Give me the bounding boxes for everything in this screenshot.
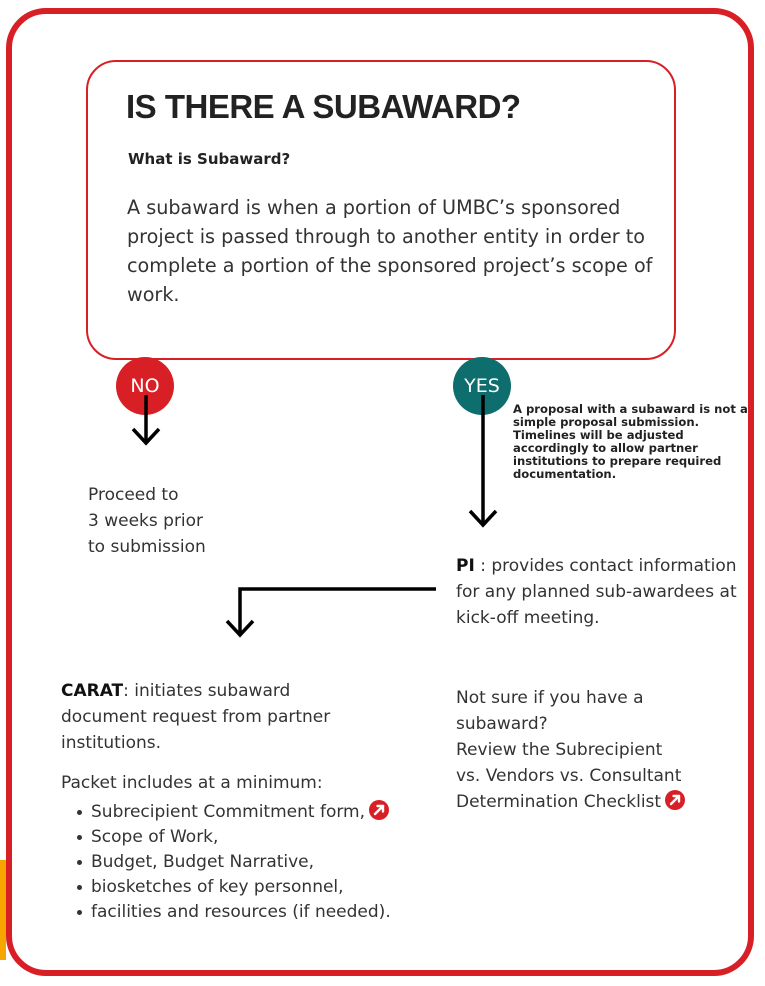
- pi-description: : provides contact information for any p…: [456, 556, 737, 628]
- external-link-icon[interactable]: [369, 800, 390, 820]
- list-item: Scope of Work,: [75, 825, 441, 850]
- unsure-line: vs. Vendors vs. Consultant: [456, 766, 682, 786]
- pi-label: PI: [456, 556, 475, 576]
- pi-instructions: PI : provides contact information for an…: [456, 553, 746, 631]
- subaward-subtitle: What is Subaward?: [128, 150, 291, 168]
- no-text-line: to submission: [88, 537, 206, 557]
- subaward-definition: A subaward is when a portion of UMBC’s s…: [127, 196, 653, 306]
- list-item: biosketches of key personnel,: [75, 875, 441, 900]
- external-link-icon[interactable]: [665, 790, 686, 810]
- packet-section: Packet includes at a minimum: Subrecipie…: [61, 771, 441, 925]
- no-text-line: Proceed to: [88, 485, 179, 505]
- packet-intro: Packet includes at a minimum:: [61, 773, 323, 793]
- yes-down-arrow: [468, 395, 498, 528]
- subaward-timeline-note: A proposal with a subaward is not a simp…: [513, 402, 748, 481]
- carat-instructions: CARAT: initiates subaward document reque…: [61, 678, 361, 756]
- page-title: IS THERE A SUBAWARD?: [126, 88, 521, 125]
- no-branch-text: Proceed to 3 weeks prior to submission: [88, 482, 248, 560]
- no-label: NO: [130, 375, 160, 397]
- no-down-arrow: [131, 395, 161, 446]
- pi-to-carat-arrow: [225, 587, 436, 638]
- commitment-form-link[interactable]: Subrecipient Commitment form,: [91, 802, 366, 822]
- unsure-section: Not sure if you have a subaward? Review …: [456, 685, 756, 815]
- yes-label: YES: [464, 375, 500, 397]
- unsure-line: subaward?: [456, 714, 548, 734]
- carat-description: : initiates subaward document request fr…: [61, 681, 331, 753]
- list-item: Subrecipient Commitment form,: [75, 800, 441, 825]
- packet-list: Subrecipient Commitment form, Scope of W…: [61, 800, 441, 925]
- unsure-line: Determination Checklist: [456, 789, 756, 815]
- no-text-line: 3 weeks prior: [88, 511, 204, 531]
- outer-frame: [6, 8, 754, 976]
- side-accent-strip: [0, 860, 6, 960]
- list-item: Budget, Budget Narrative,: [75, 850, 441, 875]
- list-item: facilities and resources (if needed).: [75, 900, 441, 925]
- unsure-line: Review the Subrecipient: [456, 740, 663, 760]
- question-box: [86, 60, 676, 360]
- carat-label: CARAT: [61, 681, 124, 701]
- determination-checklist-link[interactable]: Determination Checklist: [456, 792, 662, 812]
- unsure-line: Not sure if you have a: [456, 688, 644, 708]
